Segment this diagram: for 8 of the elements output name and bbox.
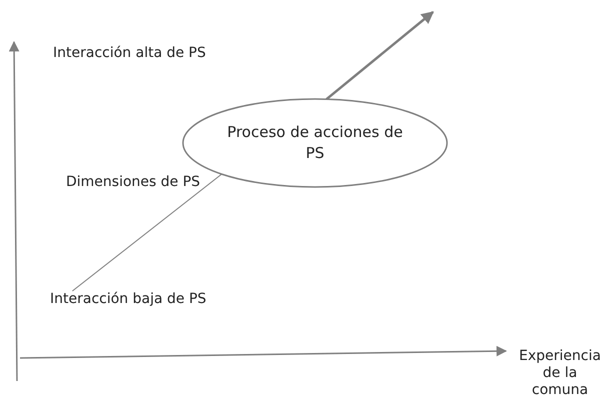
arrow — [326, 11, 434, 100]
process-ellipse — [182, 98, 448, 188]
line — [72, 174, 222, 292]
axis-label: Interacción alta de PS — [53, 45, 206, 61]
node-text: Proceso de acciones de PS — [226, 122, 404, 164]
axis-label: Interacción baja de PS — [50, 291, 206, 307]
axis-label: Experiencia de la comuna — [518, 348, 602, 399]
axis-label: Dimensiones de PS — [66, 174, 200, 190]
